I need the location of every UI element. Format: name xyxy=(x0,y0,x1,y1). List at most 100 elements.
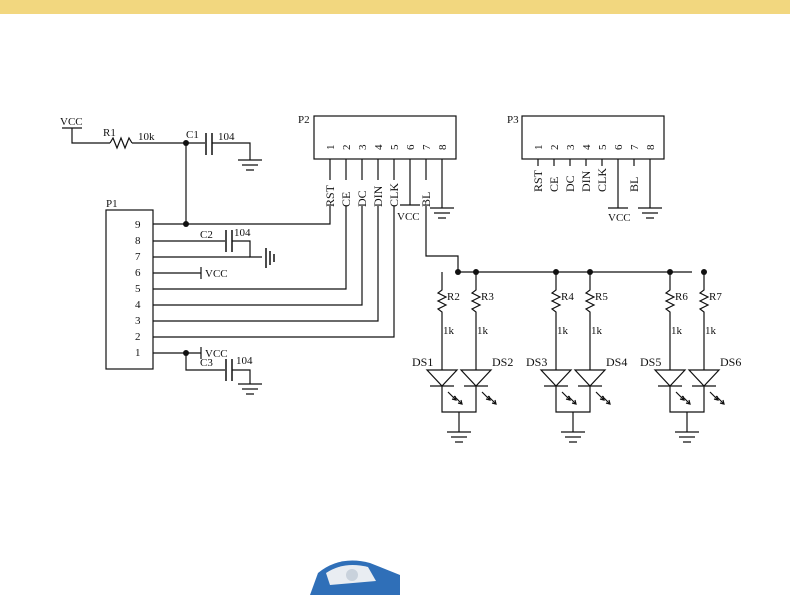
p1-pin-2: 2 xyxy=(135,331,141,343)
p1-pin-6: 6 xyxy=(135,267,141,279)
c2-value: 104 xyxy=(234,227,251,239)
p3-pin-6: 6 xyxy=(613,144,625,150)
p1-pin-8: 8 xyxy=(135,235,141,247)
ref-ds2: DS2 xyxy=(492,355,513,369)
p3-pin-3: 3 xyxy=(565,144,577,150)
p3-signal-clk: CLK xyxy=(595,168,609,192)
value-r2: 1k xyxy=(443,325,455,337)
p2-pin-2: 2 xyxy=(341,145,353,151)
connector-p1: P1 9 8 7 6 5 4 3 2 1 xyxy=(105,198,154,370)
value-r4: 1k xyxy=(557,325,569,337)
c3-ref: C3 xyxy=(200,357,213,369)
p2-pin-3: 3 xyxy=(357,144,369,150)
p1-body xyxy=(105,209,154,370)
c1-value: 104 xyxy=(218,131,235,143)
p3-body xyxy=(521,115,665,160)
c2-ref: C2 xyxy=(200,229,213,241)
p1-vcc-pin1: VCC xyxy=(205,348,228,360)
ground-led-group xyxy=(561,431,585,443)
p3-pin-8: 8 xyxy=(645,144,657,150)
led-ds2 xyxy=(459,369,493,387)
ref-ds6: DS6 xyxy=(720,355,741,369)
p3-signal-bl: BL xyxy=(627,177,641,192)
p3-pin-7: 7 xyxy=(629,144,641,150)
ref-r6: R6 xyxy=(675,291,688,303)
r1-value: 10k xyxy=(138,131,155,143)
p1-pin-9: 9 xyxy=(135,219,141,231)
bottom-cropped-object xyxy=(310,560,400,595)
p3-signal-ce: CE xyxy=(547,177,561,192)
p2-signal-dc: DC xyxy=(355,190,369,207)
p3-vcc-label: VCC xyxy=(608,212,631,224)
resistor-r1: R1 10k xyxy=(103,127,205,150)
p2-signal-din: DIN xyxy=(371,185,385,207)
p1-pin-5: 5 xyxy=(135,283,141,295)
vcc-top-net: VCC xyxy=(60,116,110,144)
led-ds5 xyxy=(653,369,687,387)
p2-pin-1: 1 xyxy=(325,145,337,151)
ground-c2 xyxy=(265,248,275,268)
vcc-top-label: VCC xyxy=(60,116,83,128)
ground-c1 xyxy=(238,159,262,171)
led-ds6 xyxy=(687,369,721,387)
ref-ds5: DS5 xyxy=(640,355,661,369)
r1-ref: R1 xyxy=(103,127,116,139)
p2-pin-5: 5 xyxy=(389,144,401,150)
p1-pin-7: 7 xyxy=(135,251,141,263)
ref-r5: R5 xyxy=(595,291,608,303)
ref-ds3: DS3 xyxy=(526,355,547,369)
r1-symbol xyxy=(109,136,133,150)
value-r3: 1k xyxy=(477,325,489,337)
p2-pin-4: 4 xyxy=(373,144,385,150)
led-ds4 xyxy=(573,369,607,387)
p2-signal-bl: BL xyxy=(419,192,433,207)
p2-body xyxy=(313,115,457,160)
p3-pin-1: 1 xyxy=(533,145,545,151)
resistor-r4 xyxy=(550,272,562,370)
p2-signal-rst: RST xyxy=(323,184,337,207)
p3-signal-din: DIN xyxy=(579,170,593,192)
junction-bus-left xyxy=(455,269,461,275)
capacitor-c1: C1 104 xyxy=(183,129,262,224)
p3-pin-2: 2 xyxy=(549,145,561,151)
led-ds1 xyxy=(425,369,459,387)
ref-r4: R4 xyxy=(561,291,574,303)
ground-c3 xyxy=(238,383,262,395)
p3-pin-5: 5 xyxy=(597,144,609,150)
ref-r7: R7 xyxy=(709,291,722,303)
p3-signal-dc: DC xyxy=(563,175,577,192)
top-color-band xyxy=(0,0,790,14)
p1-vcc-pin6: VCC xyxy=(205,268,228,280)
resistor-r6 xyxy=(664,272,676,370)
led-ds3 xyxy=(539,369,573,387)
p2-signal-clk: CLK xyxy=(387,183,401,207)
p3-ref: P3 xyxy=(507,114,519,126)
p1-ref: P1 xyxy=(106,198,118,210)
value-r7: 1k xyxy=(705,325,717,337)
ref-r2: R2 xyxy=(447,291,460,303)
resistor-r2 xyxy=(436,272,448,370)
p1-pin-3: 3 xyxy=(135,315,141,327)
value-r6: 1k xyxy=(671,325,683,337)
p2-vcc-label: VCC xyxy=(397,211,420,223)
ground-led-group xyxy=(675,431,699,443)
c3-value: 104 xyxy=(236,355,253,367)
p1-pin-4: 4 xyxy=(135,299,141,311)
resistor-r3 xyxy=(470,272,482,370)
p3-pin-4: 4 xyxy=(581,144,593,150)
p1-pin-labels: 9 8 7 6 5 4 3 2 1 xyxy=(135,219,141,359)
value-r5: 1k xyxy=(591,325,603,337)
p1-pin-1: 1 xyxy=(135,347,141,359)
ref-ds4: DS4 xyxy=(606,355,627,369)
p2-pin-6: 6 xyxy=(405,144,417,150)
